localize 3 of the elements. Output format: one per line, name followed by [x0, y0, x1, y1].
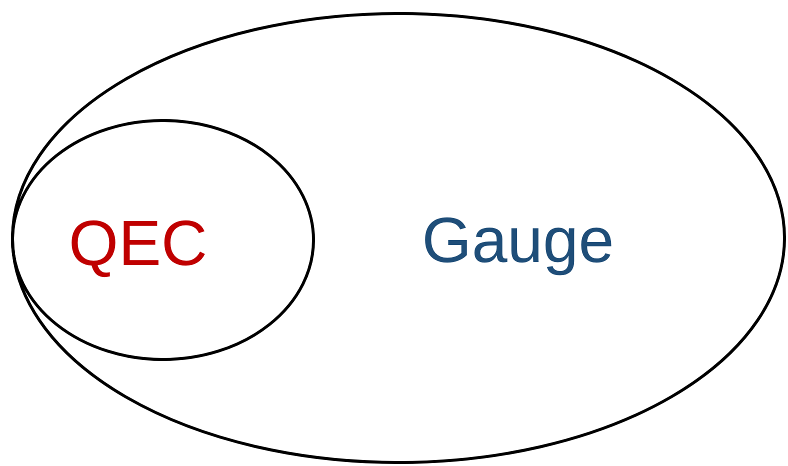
set-ellipse [11, 12, 786, 464]
set-label: QEC [68, 211, 208, 275]
set-ellipse [11, 119, 315, 361]
